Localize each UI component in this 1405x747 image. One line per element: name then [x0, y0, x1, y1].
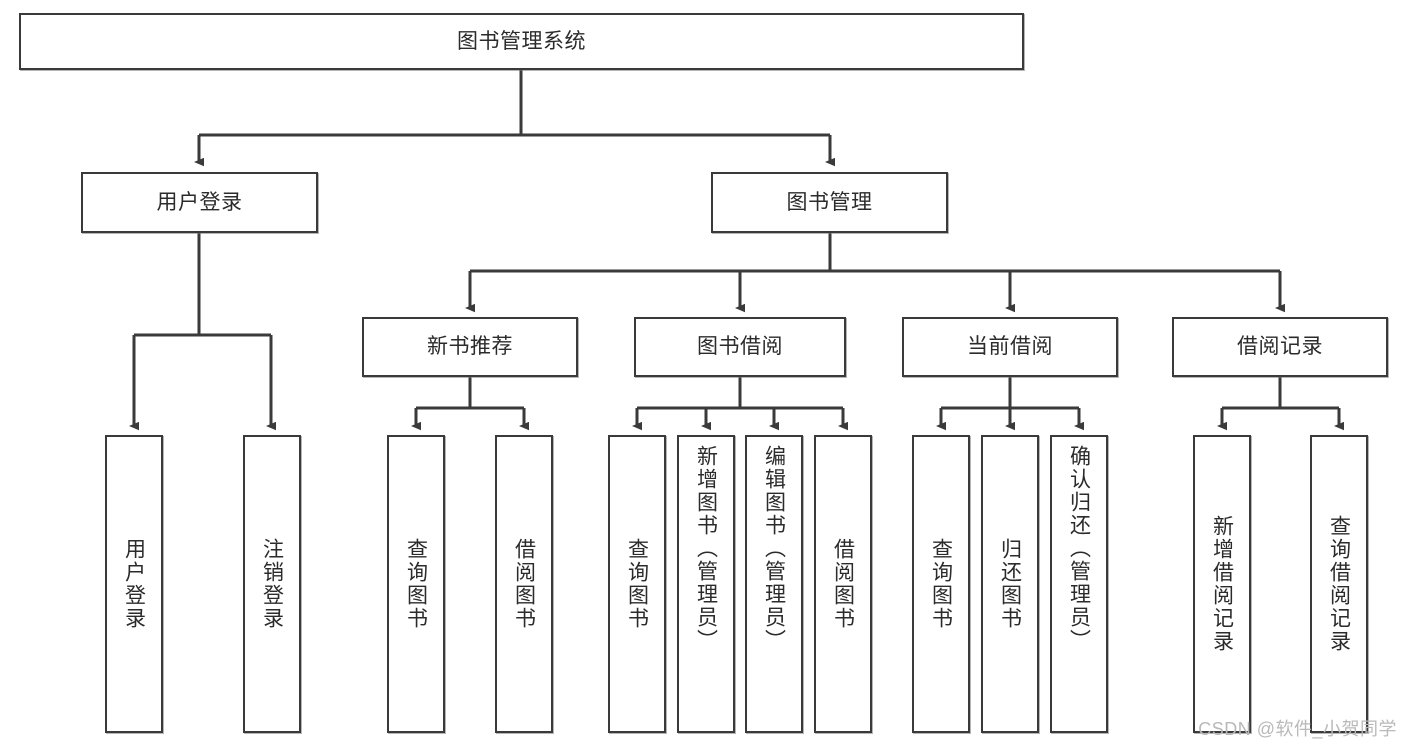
leaf-current-query-book[interactable]: 查询图书 — [912, 435, 970, 733]
node-label: 查询借阅记录 — [1327, 515, 1351, 653]
leaf-record-add-record[interactable]: 新增借阅记录 — [1193, 435, 1251, 733]
leaf-borrow-query-book[interactable]: 查询图书 — [608, 435, 666, 733]
node-new-book-recommend[interactable]: 新书推荐 — [362, 317, 578, 377]
node-label: 编辑图书（管理员） — [762, 445, 786, 652]
leaf-current-confirm-return-admin[interactable]: 确认归还（管理员） — [1050, 435, 1108, 733]
node-label: 借阅记录 — [1237, 335, 1323, 359]
node-label: 确认归还（管理员） — [1067, 445, 1091, 652]
node-label: 用户登录 — [156, 190, 243, 214]
node-label: 当前借阅 — [967, 335, 1053, 359]
node-label: 新增图书（管理员） — [694, 445, 718, 652]
node-book-borrow[interactable]: 图书借阅 — [634, 317, 846, 377]
watermark-text: CSDN @软件_小贺同学 — [1198, 719, 1397, 739]
node-label: 注销登录 — [260, 538, 284, 630]
leaf-newbook-query-book[interactable]: 查询图书 — [387, 435, 445, 733]
node-label: 图书管理 — [786, 190, 873, 214]
node-label: 查询图书 — [929, 538, 953, 630]
leaf-current-return-book[interactable]: 归还图书 — [981, 435, 1039, 733]
node-label: 图书借阅 — [697, 335, 783, 359]
leaf-user-logout[interactable]: 注销登录 — [243, 435, 301, 733]
node-label: 归还图书 — [998, 538, 1022, 630]
leaf-borrow-borrow-book[interactable]: 借阅图书 — [814, 435, 872, 733]
node-book-management[interactable]: 图书管理 — [711, 172, 948, 233]
leaf-record-query-record[interactable]: 查询借阅记录 — [1310, 435, 1368, 733]
node-current-borrow[interactable]: 当前借阅 — [902, 317, 1118, 377]
node-label: 借阅图书 — [831, 538, 855, 630]
node-label: 查询图书 — [404, 538, 428, 630]
node-label: 新书推荐 — [427, 335, 513, 359]
node-label: 用户登录 — [122, 538, 146, 630]
leaf-newbook-borrow-book[interactable]: 借阅图书 — [495, 435, 553, 733]
node-label: 查询图书 — [625, 538, 649, 630]
leaf-borrow-add-book-admin[interactable]: 新增图书（管理员） — [677, 435, 735, 733]
node-borrow-record[interactable]: 借阅记录 — [1172, 317, 1388, 377]
node-root-system[interactable]: 图书管理系统 — [19, 13, 1024, 70]
leaf-user-login[interactable]: 用户登录 — [105, 435, 163, 733]
node-user-login[interactable]: 用户登录 — [81, 172, 318, 233]
node-label: 借阅图书 — [512, 538, 536, 630]
node-label: 新增借阅记录 — [1210, 515, 1234, 653]
node-label: 图书管理系统 — [457, 29, 586, 53]
leaf-borrow-edit-book-admin[interactable]: 编辑图书（管理员） — [745, 435, 803, 733]
